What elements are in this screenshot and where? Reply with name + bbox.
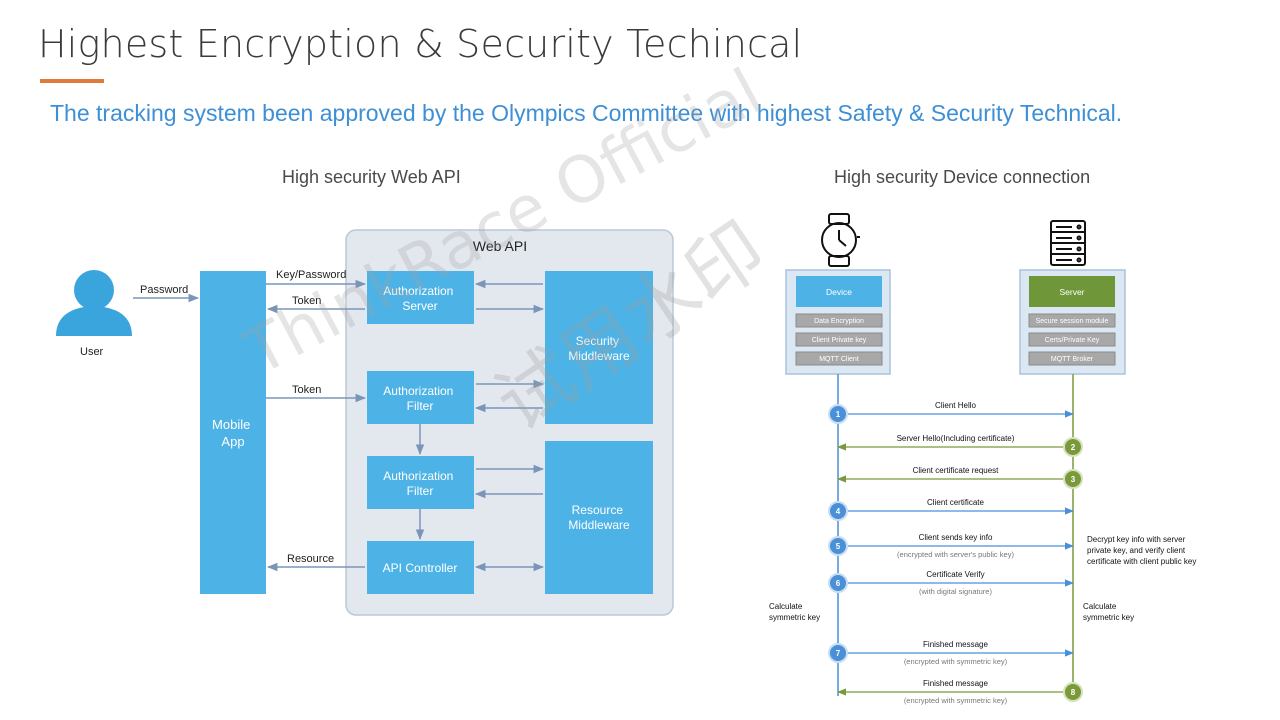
step-sublabel-5: (encrypted with server's public key) — [897, 550, 1014, 559]
page-subtitle: The tracking system been approved by the… — [50, 100, 1123, 126]
authorization-filter-label: Authorization Filter — [383, 384, 456, 413]
key-password-label: Key/Password — [276, 269, 346, 281]
device-connection-section-title: High security Device connection — [834, 167, 1091, 187]
server-item-secure-session: Secure session module — [1036, 318, 1109, 325]
step-label-6: Certificate Verify — [926, 570, 984, 579]
step-badge-7 — [828, 643, 848, 663]
resource-middleware-box — [545, 441, 653, 594]
step-badge-8 — [1063, 682, 1083, 702]
step-label-7: Finished message — [923, 640, 988, 649]
smartwatch-icon — [821, 213, 860, 267]
authorization-server-label: Authorization Server — [383, 284, 456, 313]
authorization-filter-box — [367, 371, 474, 424]
security-middleware-label: Security Middleware — [568, 334, 630, 363]
resource-middleware-label: Resource Middleware — [568, 503, 630, 532]
mobile-app-box — [200, 271, 266, 594]
step-label-8: Finished message — [923, 679, 988, 688]
handshake-steps: 1 Client Hello 2 Server Hello(Including cer… — [828, 401, 1083, 705]
step-label-2: Server Hello(Including certificate) — [897, 434, 1015, 443]
step-sublabel-6: (with digital signature) — [919, 587, 992, 596]
step-label-4: Client certificate — [927, 498, 984, 507]
step-label-3: Client certificate request — [913, 466, 1000, 475]
title-underline — [40, 79, 104, 83]
step-badge-2 — [1063, 437, 1083, 457]
calculate-symmetric-key-client: Calculate symmetric key — [769, 602, 820, 622]
step-badge-1 — [828, 404, 848, 424]
user-icon — [56, 270, 132, 336]
server-title: Server — [1059, 287, 1084, 297]
decrypt-note: Decrypt key info with server private key… — [1087, 535, 1196, 566]
server-item-mqtt-broker: MQTT Broker — [1051, 356, 1094, 363]
step-sublabel-8: (encrypted with symmetric key) — [904, 696, 1008, 705]
calculate-symmetric-key-server: Calculate symmetric key — [1083, 602, 1134, 622]
page-title: Highest Encryption & Security Techincal — [38, 22, 803, 66]
password-label: Password — [140, 284, 188, 296]
step-number-2: 2 — [1071, 443, 1076, 452]
token-label-2: Token — [292, 384, 321, 396]
step-badge-6 — [828, 573, 848, 593]
server-item-box — [1028, 351, 1116, 366]
device-item-mqtt-client: MQTT Client — [819, 356, 859, 363]
step-number-4: 4 — [836, 507, 841, 516]
device-item-box — [795, 332, 883, 347]
server-item-certs: Certs/Private Key — [1045, 337, 1100, 344]
step-label-5: Client sends key info — [919, 533, 993, 542]
resource-label: Resource — [287, 553, 334, 565]
step-number-8: 8 — [1071, 688, 1076, 697]
server-item-box — [1028, 313, 1116, 328]
step-number-6: 6 — [836, 579, 841, 588]
device-title: Device — [826, 287, 852, 297]
device-item-box — [795, 351, 883, 366]
server-header-box — [1029, 276, 1115, 307]
device-item-client-private-key: Client Private key — [812, 337, 867, 344]
step-label-1: Client Hello — [935, 401, 976, 410]
token-label-1: Token — [292, 295, 321, 307]
authorization-filter-box-2 — [367, 456, 474, 509]
user-label: User — [80, 346, 104, 358]
step-badge-4 — [828, 501, 848, 521]
server-rack-icon — [1050, 220, 1086, 266]
api-controller-box — [367, 541, 474, 594]
step-number-3: 3 — [1071, 475, 1076, 484]
mobile-app-label: Mobile App — [212, 417, 254, 449]
step-number-5: 5 — [836, 542, 841, 551]
step-badge-5 — [828, 536, 848, 556]
authorization-server-box — [367, 271, 474, 324]
authorization-filter-label-2: Authorization Filter — [383, 469, 456, 498]
step-number-1: 1 — [836, 410, 841, 419]
step-badge-3 — [1063, 469, 1083, 489]
step-sublabel-7: (encrypted with symmetric key) — [904, 657, 1008, 666]
server-item-box — [1028, 332, 1116, 347]
api-controller-label: API Controller — [383, 561, 458, 575]
device-item-data-encryption: Data Encryption — [814, 318, 864, 325]
device-header-box — [796, 276, 882, 307]
web-api-label: Web API — [473, 238, 527, 254]
device-item-box — [795, 313, 883, 328]
security-middleware-box — [545, 271, 653, 424]
step-number-7: 7 — [836, 649, 841, 658]
web-api-section-title: High security Web API — [282, 167, 461, 187]
